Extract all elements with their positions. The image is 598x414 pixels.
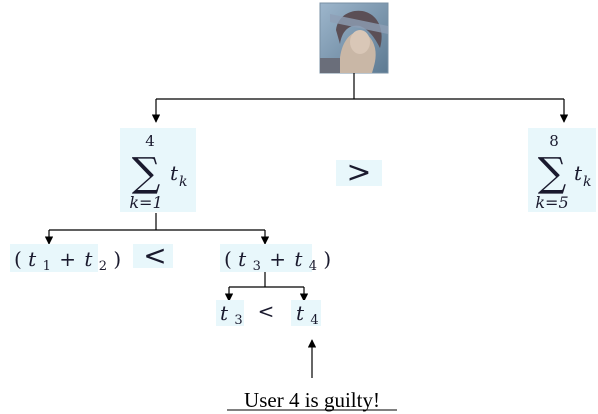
portrait-photo-icon	[319, 2, 389, 74]
right-sum-upper: 8	[549, 132, 559, 150]
right-pair-a-var: t	[238, 247, 247, 271]
left-summation: 4 ∑ t k k=1	[120, 128, 196, 212]
left-sum-lower: k=1	[129, 193, 162, 212]
left-pair-expression: ( t 1 + t 2 )	[10, 244, 121, 275]
right-sum-term-sub: k	[583, 174, 591, 190]
left-pair-a-sub: 1	[43, 259, 51, 274]
svg-text:( t 1 +: ( t 1 + t 2 )	[14, 247, 121, 275]
conclusion-caption: User 4 is guilty!	[227, 388, 397, 412]
svg-text:t 3: t 3	[220, 301, 243, 328]
right-pair-close: )	[323, 247, 331, 271]
top-connector	[151, 73, 569, 123]
left-sum-upper: 4	[145, 132, 155, 150]
left-pair-close: )	[113, 247, 121, 271]
leaf-left-var: t	[220, 301, 229, 325]
less-than-symbol-bottom: <	[258, 299, 275, 323]
right-pair-open: (	[224, 247, 232, 271]
left-pair-a-var: t	[28, 247, 37, 271]
right-sum-lower: k=5	[535, 193, 568, 212]
left-pair-b-var: t	[84, 247, 93, 271]
middle-comparison: <	[133, 239, 173, 272]
right-pair-expression: ( t 3 + t 4 )	[220, 244, 331, 275]
right-summation: 8 ∑ t k k=5	[528, 128, 596, 212]
svg-text:( t 3 +: ( t 3 + t 4 )	[224, 247, 331, 275]
right-sum-sigma: ∑	[538, 150, 567, 196]
left-sum-sigma: ∑	[132, 150, 161, 196]
right-sum-term-var: t	[574, 161, 583, 185]
svg-text:t 4: t 4	[296, 301, 319, 328]
left-sum-term-sub: k	[179, 174, 187, 190]
leaf-t3: t 3	[216, 300, 244, 328]
right-pair-a-sub: 3	[253, 259, 261, 274]
greater-than-symbol: >	[346, 155, 371, 190]
top-comparison: >	[336, 155, 382, 190]
right-pair-b-var: t	[294, 247, 303, 271]
leaf-right-sub: 4	[310, 313, 318, 328]
bottom-comparison: <	[258, 299, 275, 323]
right-pair-b-sub: 4	[309, 259, 317, 274]
leaf-left-sub: 3	[234, 313, 242, 328]
conclusion-text: User 4 is guilty!	[244, 388, 380, 412]
left-sum-term-var: t	[170, 161, 179, 185]
middle-connector	[44, 213, 270, 245]
less-than-symbol: <	[143, 239, 166, 272]
left-pair-plus: +	[59, 247, 76, 271]
left-pair-open: (	[14, 247, 22, 271]
leaf-t4: t 4	[291, 300, 321, 328]
lower-connector	[224, 272, 309, 302]
right-pair-plus: +	[269, 247, 286, 271]
left-pair-b-sub: 2	[99, 259, 107, 274]
leaf-right-var: t	[296, 301, 305, 325]
